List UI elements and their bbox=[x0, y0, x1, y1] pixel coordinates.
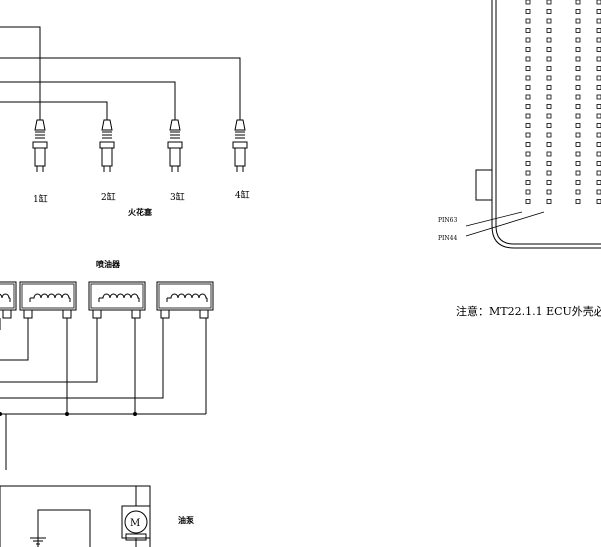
spark-plug-group-label: 火花塞 bbox=[128, 207, 153, 217]
ecu-pin-grid bbox=[525, 0, 601, 204]
ecu-connector bbox=[465, 0, 601, 249]
spark-plug-1 bbox=[32, 119, 48, 172]
spark-plug-group bbox=[32, 119, 248, 172]
cylinder-label-3: 3缸 bbox=[170, 191, 185, 203]
cylinder-label-4: 4缸 bbox=[235, 189, 250, 201]
injector-4 bbox=[156, 281, 214, 319]
spark-plug-2 bbox=[99, 119, 115, 172]
injector-3 bbox=[88, 281, 146, 319]
cylinder-label-2: 2缸 bbox=[101, 191, 116, 203]
injector-group-label: 喷油器 bbox=[96, 259, 121, 269]
injector-1 bbox=[0, 281, 17, 319]
injector-2 bbox=[19, 281, 77, 319]
fuel-pump-label: 油泵 bbox=[178, 515, 194, 525]
pin-label-63: PIN63 bbox=[438, 217, 457, 224]
pin-label-44: PIN44 bbox=[438, 235, 457, 242]
injector-wires bbox=[0, 318, 207, 470]
fuel-pump-motor: M bbox=[121, 505, 151, 539]
ecu-note: 注意：MT22.1.1 ECU外壳必 bbox=[456, 304, 601, 318]
motor-symbol: M bbox=[130, 518, 140, 529]
spark-plug-3 bbox=[167, 119, 183, 172]
injector-group bbox=[0, 281, 214, 319]
ignition-wires bbox=[0, 26, 241, 120]
spark-plug-4 bbox=[232, 119, 248, 172]
cylinder-label-1: 1缸 bbox=[33, 193, 48, 205]
